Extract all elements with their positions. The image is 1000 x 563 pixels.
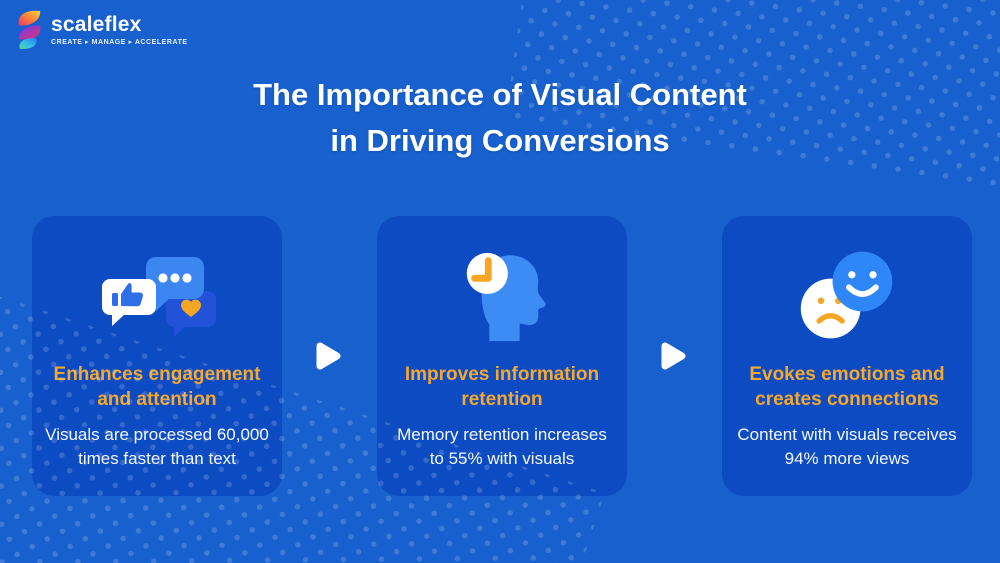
- brand-name: scaleflex: [51, 12, 142, 36]
- page-title-line1: The Importance of Visual Content: [253, 77, 747, 112]
- chat-bubbles-engagement-icon: [96, 240, 218, 352]
- brand-tagline: CREATE ▸ MANAGE ▸ ACCELERATE: [51, 38, 188, 46]
- play-arrow-icon: [316, 342, 341, 370]
- brand-logo: scaleflex CREATE ▸ MANAGE ▸ ACCELERATE: [15, 9, 188, 50]
- card-retention: Improves information retention Memory re…: [377, 216, 627, 496]
- card-body: Visuals are processed 60,000 times faste…: [45, 425, 269, 468]
- happy-sad-faces-emotion-icon: [794, 240, 900, 352]
- card-emotions: Evokes emotions and creates connections …: [722, 216, 972, 496]
- page-title: The Importance of Visual Content in Driv…: [0, 72, 1000, 164]
- card-heading: Improves information retention: [404, 364, 600, 411]
- card-body: Memory retention increases to 55% with v…: [397, 425, 607, 468]
- play-arrow-icon: [661, 342, 686, 370]
- card-heading: Enhances engagement and attention: [53, 364, 261, 411]
- head-with-clock-memory-icon: [448, 240, 556, 352]
- scaleflex-logo-icon: [18, 10, 41, 49]
- card-heading: Evokes emotions and creates connections: [749, 364, 945, 411]
- card-body: Content with visuals receives 94% more v…: [737, 425, 957, 468]
- page-title-line2: in Driving Conversions: [330, 123, 670, 158]
- card-engagement: Enhances engagement and attention Visual…: [32, 216, 282, 496]
